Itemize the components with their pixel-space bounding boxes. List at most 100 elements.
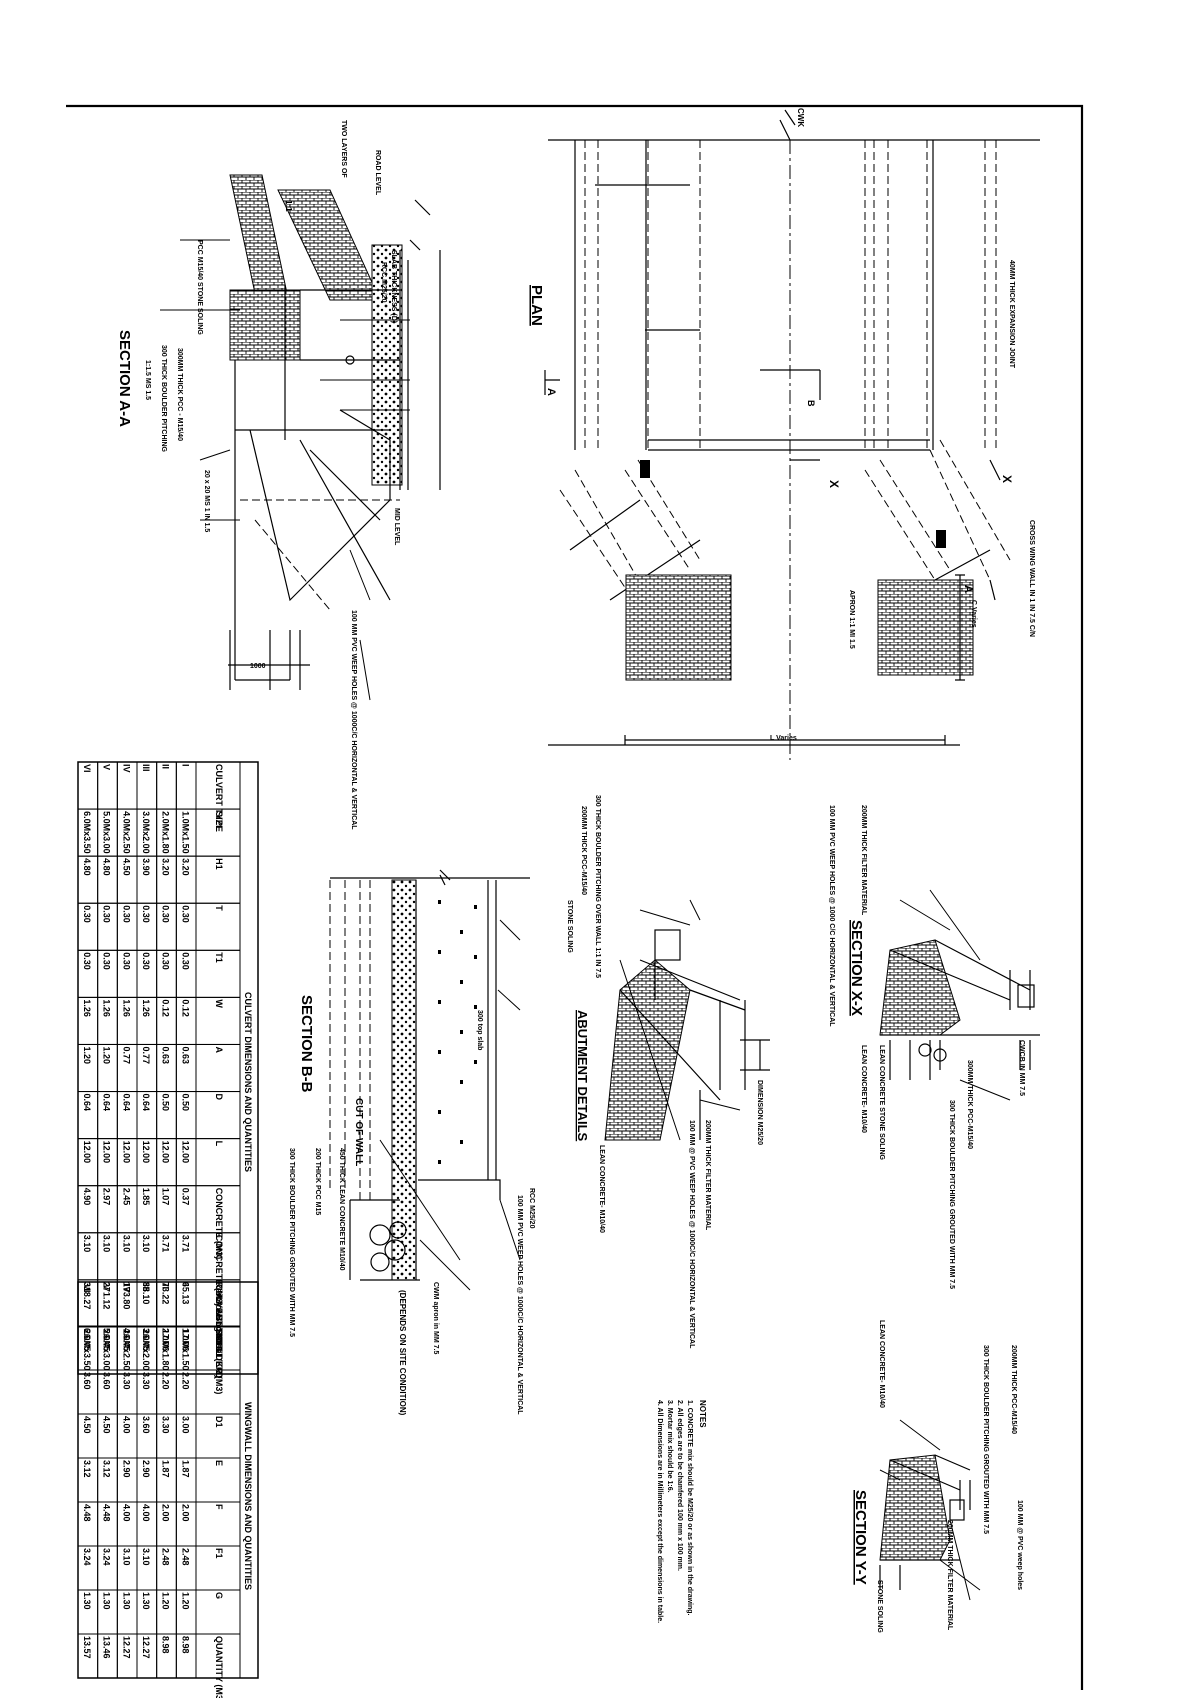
table-header-label: QUANTITY (M3)	[214, 1636, 224, 1698]
table-cell-value: 12.00	[161, 1141, 171, 1164]
table-cell-value: 0.30	[102, 905, 112, 923]
table-cell-value: 0.50	[161, 1094, 171, 1112]
table-cell-value: 0.30	[82, 952, 92, 970]
abut-dimension: DIMENSION M25/20	[756, 1080, 763, 1145]
table-cell-value: 173.80	[121, 1282, 131, 1310]
table-cell-value: 0.12	[161, 999, 171, 1017]
plan-mark-x-right: X	[1000, 475, 1014, 483]
table-cell-value: 1.26	[121, 999, 131, 1017]
table-header-label: D1	[214, 1416, 224, 1428]
table-cell-value: 12.00	[180, 1141, 190, 1164]
table-cell-value: 1.87	[161, 1460, 171, 1478]
table-cell-value: 0.63	[161, 1046, 171, 1064]
table-cell-value: 1.20	[82, 1046, 92, 1064]
bb-top-slab: 300 top slab	[476, 1010, 483, 1050]
plan-drawing	[544, 109, 1040, 760]
abut-filter: 200MM THICK FILTER MATERIAL	[704, 1120, 711, 1231]
bb-boulder: 300 THICK BOULDER PITCHING GROUTED WITH …	[288, 1148, 295, 1337]
table-cell-value: 0.37	[180, 1188, 190, 1206]
table-header-label: T	[214, 905, 224, 911]
xx-cwm: CWCB IN MM 7.5	[1018, 1040, 1025, 1096]
table-header-label: D	[214, 1094, 224, 1101]
abut-stone: STONE SOLING	[566, 900, 573, 953]
table-cell-value: 0.30	[180, 952, 190, 970]
table-cell-value: 1.26	[82, 999, 92, 1017]
table-cell-value: I	[180, 1284, 190, 1287]
table-cell-value: 12.00	[141, 1141, 151, 1164]
plan-mark-a-bottom: A	[962, 585, 974, 593]
table-cell-value: 4.50	[102, 1416, 112, 1434]
table-header-label: T1	[214, 952, 224, 963]
bb-rcc: RCC M25/20	[528, 1188, 535, 1229]
table-cell-value: 12.00	[102, 1141, 112, 1164]
table-cell-value: 3.20	[180, 858, 190, 876]
table-cell-value: 0.63	[180, 1046, 190, 1064]
section-aa-drawing: 1:1	[160, 174, 441, 701]
table-cell-value: V	[102, 1284, 112, 1290]
culvert-table: CULVERT DIMENSIONS AND QUANTITIES CULVER…	[77, 761, 259, 1395]
table-cell-value: 3.60	[82, 1372, 92, 1390]
table-cell-value: I	[180, 764, 190, 767]
yy-stone: STONE SOLING	[876, 1580, 883, 1633]
table-cell	[175, 761, 197, 810]
bb-lean: 450 THICK LEAN CONCRETE M10/40	[338, 1148, 345, 1271]
table-cell-value: 1.20	[102, 1046, 112, 1064]
table-header-label: F	[214, 1504, 224, 1510]
plan-mark-a-top: A	[545, 388, 557, 396]
table-cell-value: 0.12	[180, 999, 190, 1017]
table-header-label: G	[214, 1592, 224, 1599]
table-cell-value: 2.90	[141, 1460, 151, 1478]
table-cell-value: 0.30	[161, 905, 171, 923]
plan-title: PLAN	[528, 285, 545, 326]
table-cell-value: 1.30	[102, 1592, 112, 1610]
table-header-label: SIZE	[214, 1328, 224, 1348]
table1-title: CULVERT DIMENSIONS AND QUANTITIES	[243, 992, 253, 1172]
plan-apron-label: APRON 1:1 MI 1.5	[848, 590, 855, 649]
table-cell-value: 17.06	[161, 1329, 171, 1352]
table-cell-value: 3.60	[102, 1372, 112, 1390]
table-cell-value: 2.00	[161, 1504, 171, 1522]
abutment-title: ABUTMENT DETAILS	[575, 1010, 590, 1142]
abutment-drawing	[604, 899, 770, 1141]
table-cell-value: 1.20	[161, 1592, 171, 1610]
table-cell-value: 4.50	[121, 858, 131, 876]
table-header-label: D	[214, 1372, 224, 1379]
table-cell-value: 2.45	[121, 1188, 131, 1206]
abut-pcc: 200MM THICK PCC-M15/40	[580, 806, 587, 895]
table-cell-value: 4.0Mx2.50	[121, 1328, 131, 1371]
table-cell-value: 1.26	[141, 999, 151, 1017]
table-cell-value: 3.71	[161, 1235, 171, 1253]
aa-label-road-level: ROAD LEVEL	[374, 150, 381, 196]
table-cell-value: 3.30	[141, 1372, 151, 1390]
table-cell-value: 0.30	[141, 952, 151, 970]
table-cell-value: 1.20	[180, 1592, 190, 1610]
table-cell-value: 271.12	[102, 1282, 112, 1310]
section-xx-title: SECTION X-X	[848, 920, 865, 1016]
table-cell-value: 1.30	[141, 1592, 151, 1610]
table-cell-value: 3.00	[180, 1416, 190, 1434]
aa-dim-mark: 1:1	[284, 200, 293, 212]
table-cell-value: III	[141, 1284, 151, 1292]
table-cell-value: 3.10	[82, 1235, 92, 1253]
table-cell-value: VI	[82, 764, 92, 773]
table-header-label: E	[214, 1460, 224, 1466]
table-header-label: BOULDER (M3)	[214, 1329, 224, 1395]
table-cell-value: V	[102, 764, 112, 770]
table-header-label: SIZE	[214, 811, 224, 831]
plan-mark-x-left: X	[827, 480, 841, 488]
table-header-label: CULVERT TYPE	[214, 1284, 224, 1352]
bb-pcc: 200 THICK PCC M15	[314, 1148, 321, 1215]
table-cell-value: 1.26	[102, 999, 112, 1017]
table-cell-value: 318.27	[82, 1282, 92, 1310]
table-cell-value: 26.45	[121, 1329, 131, 1352]
plan-cwk-label: CWK	[796, 108, 805, 127]
table-cell-value: IV	[121, 1284, 131, 1293]
table-cell-value: 3.24	[102, 1548, 112, 1566]
table-cell-value: 2.0Mx1.80	[161, 811, 171, 854]
wingwall-table: WINGWALL DIMENSIONS AND QUANTITIES CULVE…	[77, 1281, 259, 1698]
table-cell-value: 3.24	[82, 1548, 92, 1566]
table-cell-value: 65.13	[180, 1282, 190, 1305]
table-cell	[156, 761, 177, 810]
notes-heading: NOTES	[698, 1400, 707, 1428]
table-cell-value: 0.30	[121, 952, 131, 970]
